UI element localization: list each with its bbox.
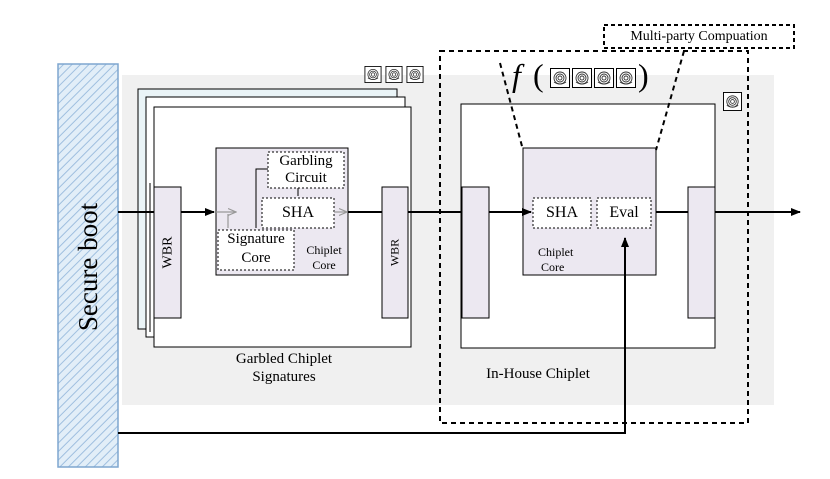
secure-boot-feedback-arrow	[118, 237, 629, 434]
wbr-right-label: WBR	[387, 238, 402, 267]
inhouse-wbr-right	[687, 186, 716, 319]
eval-label: Eval	[609, 204, 639, 221]
fingerprint-icon	[385, 66, 403, 83]
garbled-caption-line1: Garbled Chiplet	[235, 351, 333, 367]
mpc-label: Multi-party Compuation	[630, 29, 768, 44]
fingerprint-icon	[723, 92, 742, 111]
fingerprint-icon	[550, 68, 570, 88]
signature-core-box	[217, 229, 295, 271]
mpc-region	[439, 50, 749, 424]
fingerprint-icon	[594, 68, 614, 88]
garbling-circuit-label-line2: Circuit	[285, 170, 327, 186]
inhouse-chiplet-core-label-line1: Chiplet	[538, 245, 574, 259]
signature-core-label-line1: Signature	[227, 231, 285, 247]
fingerprint-icon	[406, 66, 424, 83]
funnel-right	[655, 50, 685, 151]
circuit-connector	[255, 168, 268, 228]
eval-box	[596, 197, 652, 229]
sha-label-inhouse: SHA	[545, 204, 578, 221]
garbled-chiplet-core-label-line2: Core	[312, 258, 336, 272]
garbled-caption-line2: Signatures	[252, 369, 316, 385]
function-symbol: f	[512, 57, 521, 93]
garbling-circuit-box	[267, 151, 345, 189]
inhouse-wbr-left	[461, 186, 490, 319]
sha-label-garbled: SHA	[281, 204, 314, 221]
wbr-right	[381, 186, 409, 319]
garbled-chiplet-core-label-line1: Chiplet	[306, 243, 342, 257]
signature-core-label-line2: Core	[241, 250, 271, 266]
signature-tokens	[364, 66, 424, 83]
secure-boot-block	[57, 63, 119, 468]
wbr-left	[153, 186, 182, 319]
inhouse-caption: In-House Chiplet	[486, 366, 590, 382]
inhouse-chiplet-core-label-line2: Core	[541, 260, 565, 274]
wbr-left-label: WBR	[160, 236, 176, 269]
function-close-paren: )	[638, 57, 649, 93]
sha-box-garbled	[261, 197, 335, 229]
mpc-label-box	[603, 24, 795, 49]
fingerprint-icon	[616, 68, 636, 88]
garbling-circuit-label-line1: Garbling	[279, 153, 333, 169]
funnel-left	[499, 62, 524, 151]
function-open-paren: (	[533, 57, 544, 93]
fingerprint-icon	[364, 66, 382, 83]
fingerprint-icon	[572, 68, 592, 88]
secure-boot-label: Secure boot	[73, 202, 103, 332]
sha-box-inhouse	[532, 197, 592, 229]
